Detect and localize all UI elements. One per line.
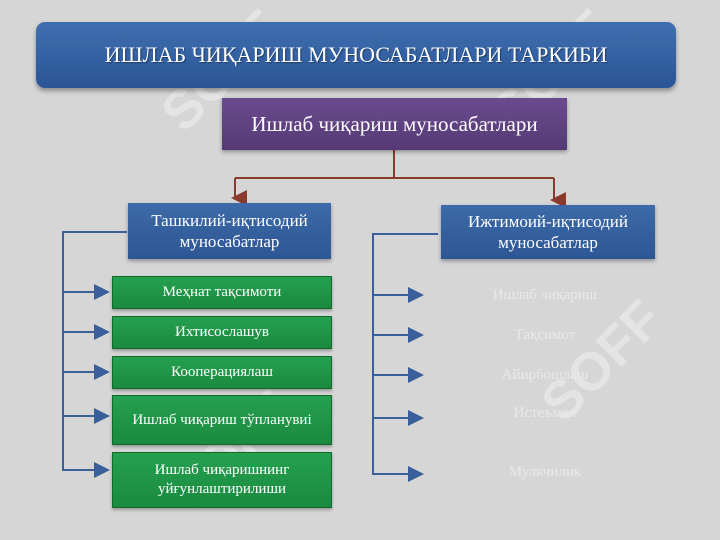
left-branch-node: Ташкилий-иқтисодий муносабатлар (128, 203, 331, 259)
diagram-title: ИШЛАБ ЧИҚАРИШ МУНОСАБАТЛАРИ ТАРКИБИ (36, 22, 676, 88)
root-node: Ишлаб чиқариш муносабатлари (222, 98, 567, 150)
left-item: Кооперациялаш (112, 356, 332, 389)
left-item: Ишлаб чиқариш тўпланувиi (112, 395, 332, 445)
right-item: Айирбошлаш (501, 366, 589, 383)
right-item: Ишлаб чиқариш (492, 286, 598, 303)
right-branch-node: Ижтимоий-иқтисодий муносабатлар (441, 205, 655, 259)
left-item: Ихтисослашув (112, 316, 332, 349)
right-item: Истеъмол (513, 404, 577, 421)
left-item: Меҳнат тақсимоти (112, 276, 332, 309)
right-item: Мулкчилик (508, 463, 582, 480)
right-item: Тақсимот (514, 326, 576, 343)
left-item: Ишлаб чиқаришнинг уйғунлаштирилиши (112, 452, 332, 508)
